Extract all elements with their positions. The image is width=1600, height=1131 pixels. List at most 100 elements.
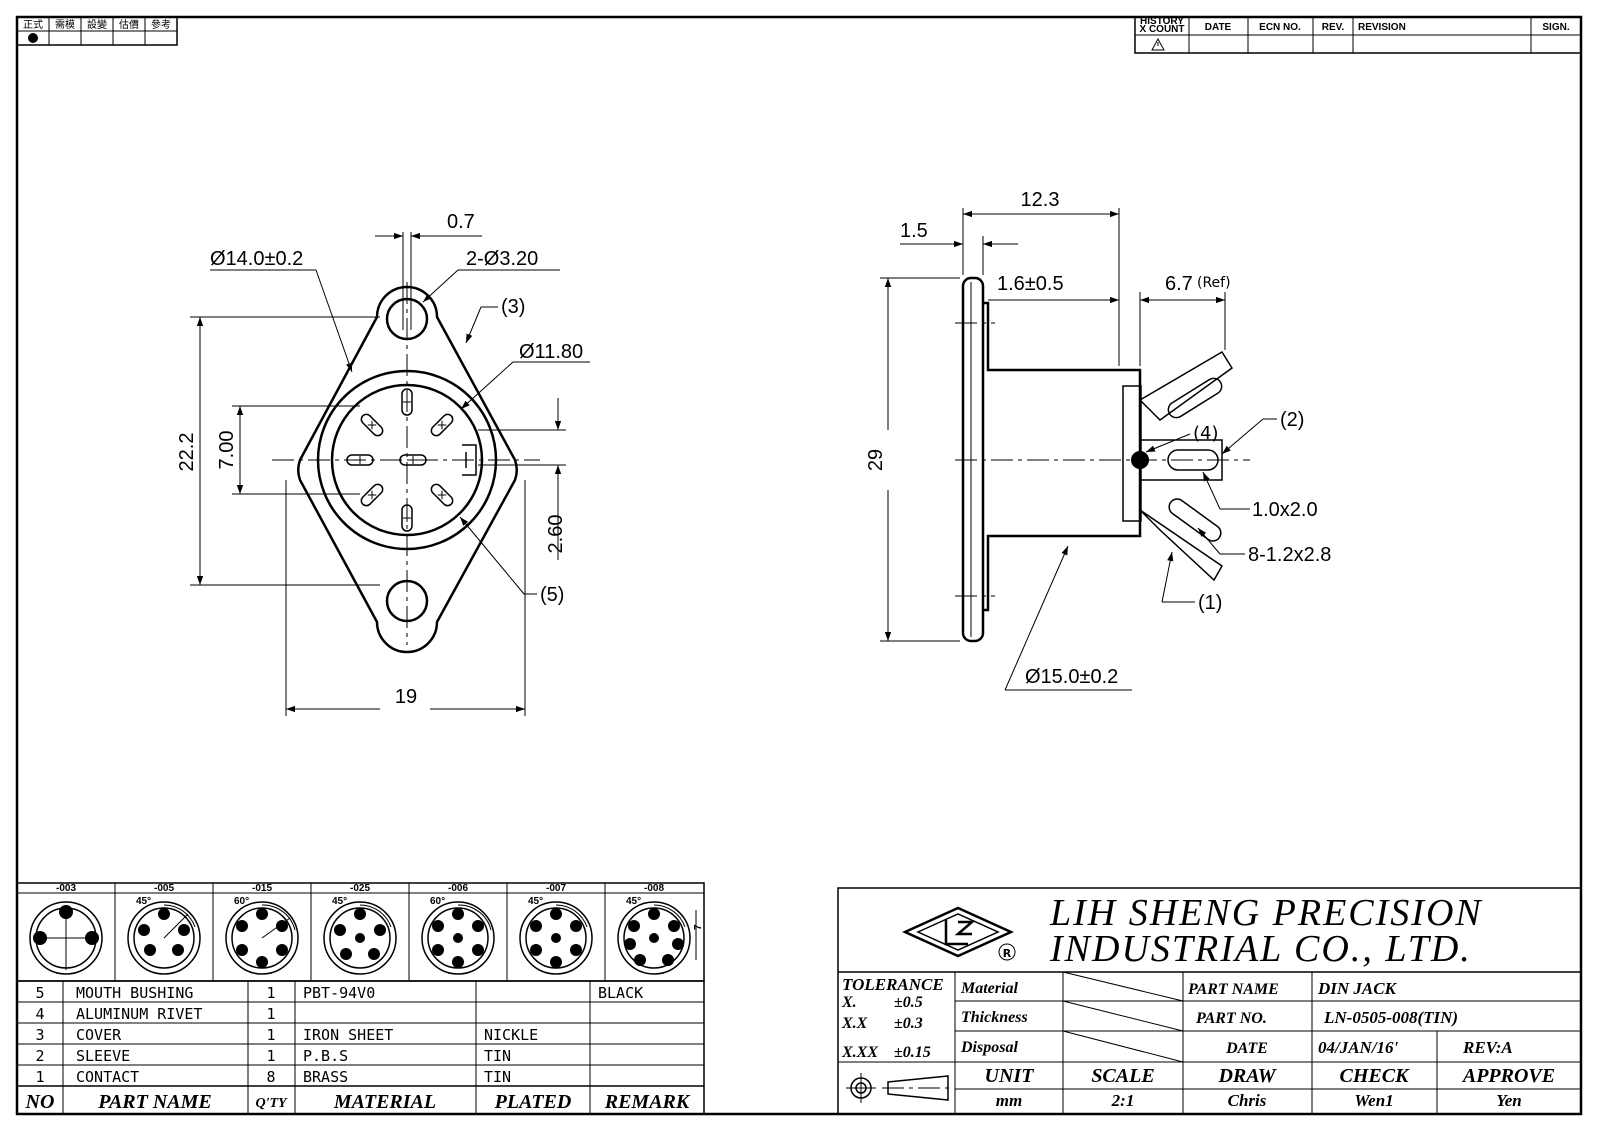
side-view: 12.3 1.5 1.6±0.5 6.7 (Ref) 29 (4) (2) 1.… — [865, 189, 1331, 691]
bom-no: 3 — [35, 1026, 44, 1044]
status-filled-dot — [28, 33, 38, 43]
material-label: Material — [960, 980, 1018, 997]
disposal-label: Disposal — [960, 1039, 1018, 1056]
status-label: 正式 — [23, 18, 43, 31]
unit-label: UNIT — [985, 1065, 1035, 1087]
dim-d150: Ø15.0±0.2 — [1025, 666, 1118, 688]
revision-header: REVISION — [1358, 22, 1406, 33]
title-block: R LIH SHENG PRECISION INDUSTRIAL CO., LT… — [837, 887, 1582, 1115]
approve-value: Yen — [1496, 1091, 1522, 1110]
callout-5: (5) — [540, 584, 564, 606]
bom-no: 2 — [35, 1047, 44, 1065]
tol-value: ±0.3 — [894, 1015, 923, 1032]
variant-025 — [323, 901, 397, 975]
tol-value: ±0.5 — [894, 994, 923, 1011]
sign-header: SIGN. — [1542, 22, 1569, 33]
variant-label: -006 — [448, 883, 468, 894]
bom-header-material: MATERIAL — [333, 1091, 436, 1113]
variant-angle: 45° — [136, 896, 151, 907]
count-label: X COUNT — [1140, 24, 1185, 35]
approve-label: APPROVE — [1461, 1065, 1555, 1087]
bom-qty: 8 — [266, 1068, 275, 1086]
tol-key: X.X — [841, 1015, 868, 1032]
company-logo: R — [901, 906, 1016, 961]
status-label: 需模 — [55, 19, 75, 31]
bom-qty: 1 — [266, 984, 275, 1002]
bom-header-no: NO — [25, 1091, 55, 1113]
tol-key: X.XX — [841, 1044, 878, 1061]
bom-part: CONTACT — [76, 1068, 139, 1086]
bom-material: IRON SHEET — [303, 1026, 393, 1044]
key-notch — [462, 444, 477, 476]
dim-10x20: 1.0x2.0 — [1252, 499, 1318, 521]
bom-material: BRASS — [303, 1068, 348, 1086]
status-label: 設變 — [87, 18, 107, 31]
status-label: 參考 — [151, 18, 171, 31]
bom-plated: TIN — [484, 1068, 511, 1086]
scale-value: 2:1 — [1111, 1091, 1135, 1110]
dim-16: 1.6±0.5 — [997, 273, 1064, 295]
bom-qty: 1 — [266, 1005, 275, 1023]
rev-header: REV. — [1322, 22, 1345, 33]
bom-part: SLEEVE — [76, 1047, 130, 1065]
check-label: CHECK — [1340, 1065, 1411, 1087]
variant-side-label: 7 — [693, 924, 704, 930]
callout-1: (1) — [1198, 592, 1222, 614]
date-value: 04/JAN/16' — [1318, 1038, 1399, 1057]
bom-part: ALUMINUM RIVET — [76, 1005, 202, 1023]
side-body — [983, 301, 1142, 612]
tolerance-title: TOLERANCE — [842, 975, 944, 994]
dim-29: 29 — [865, 449, 887, 471]
company-name-line2: INDUSTRIAL CO., LTD. — [1049, 928, 1472, 970]
tol-value: ±0.15 — [894, 1044, 931, 1061]
variant-angle: 60° — [234, 896, 249, 907]
bom-material: PBT-94V0 — [303, 984, 375, 1002]
company-name-line1: LIH SHENG PRECISION — [1049, 892, 1483, 934]
bom-part: COVER — [76, 1026, 122, 1044]
draw-value: Chris — [1228, 1091, 1267, 1110]
front-view: 0.7 Ø14.0±0.2 2-Ø3.20 (3) Ø11.80 22.2 7.… — [176, 211, 590, 716]
variant-label: -003 — [56, 883, 76, 894]
callout-4: (4) — [1193, 423, 1219, 444]
variant-008 — [617, 901, 697, 975]
pin-group — [346, 388, 477, 532]
tol-key: X. — [841, 994, 857, 1011]
dim-holes: 2-Ø3.20 — [466, 248, 538, 270]
variant-label: -025 — [350, 883, 370, 894]
projection-symbol-icon — [846, 1073, 954, 1103]
variant-label: -008 — [644, 883, 664, 894]
revision-table: HISTORY X COUNT DATE ECN NO. REV. REVISI… — [1134, 16, 1582, 54]
terminal-bottom — [1139, 509, 1223, 582]
bom-material: P.B.S — [303, 1047, 348, 1065]
variant-007 — [519, 901, 593, 975]
history-label: HISTORY — [1140, 16, 1184, 27]
part-no-value: LN-0505-008(TIN) — [1323, 1008, 1458, 1027]
bom-part: MOUTH BUSHING — [76, 984, 193, 1002]
variant-angle: 45° — [332, 896, 347, 907]
callout-3: (3) — [501, 296, 525, 318]
check-value: Wen1 — [1354, 1091, 1393, 1110]
dim-67-ref: (Ref) — [1197, 275, 1231, 291]
bom-header-qty: Q'TY — [255, 1096, 288, 1111]
bom-no: 4 — [35, 1005, 44, 1023]
variant-angle: 60° — [430, 896, 445, 907]
bom-qty: 1 — [266, 1026, 275, 1044]
bom-header-part: PART NAME — [97, 1091, 212, 1113]
sheet-border — [15, 15, 1583, 1116]
ecn-header: ECN NO. — [1259, 22, 1301, 33]
draw-label: DRAW — [1217, 1065, 1276, 1087]
dim-700: 7.00 — [216, 431, 238, 470]
dim-67: 6.7 — [1165, 273, 1193, 295]
variant-003 — [29, 901, 103, 975]
variant-label: -005 — [154, 883, 174, 894]
bom-table: 5 MOUTH BUSHING 1 PBT-94V0 BLACK 4 ALUMI… — [16, 980, 705, 1115]
variant-angle: 45° — [626, 896, 641, 907]
status-boxes: 正式 需模 設變 估價 參考 — [16, 16, 178, 46]
dim-123: 12.3 — [1021, 189, 1060, 211]
variant-015 — [225, 901, 299, 975]
bom-remark: BLACK — [598, 984, 643, 1002]
warning-triangle-icon — [1151, 37, 1165, 51]
dim-d1180: Ø11.80 — [519, 341, 583, 363]
dim-222: 22.2 — [176, 433, 198, 472]
